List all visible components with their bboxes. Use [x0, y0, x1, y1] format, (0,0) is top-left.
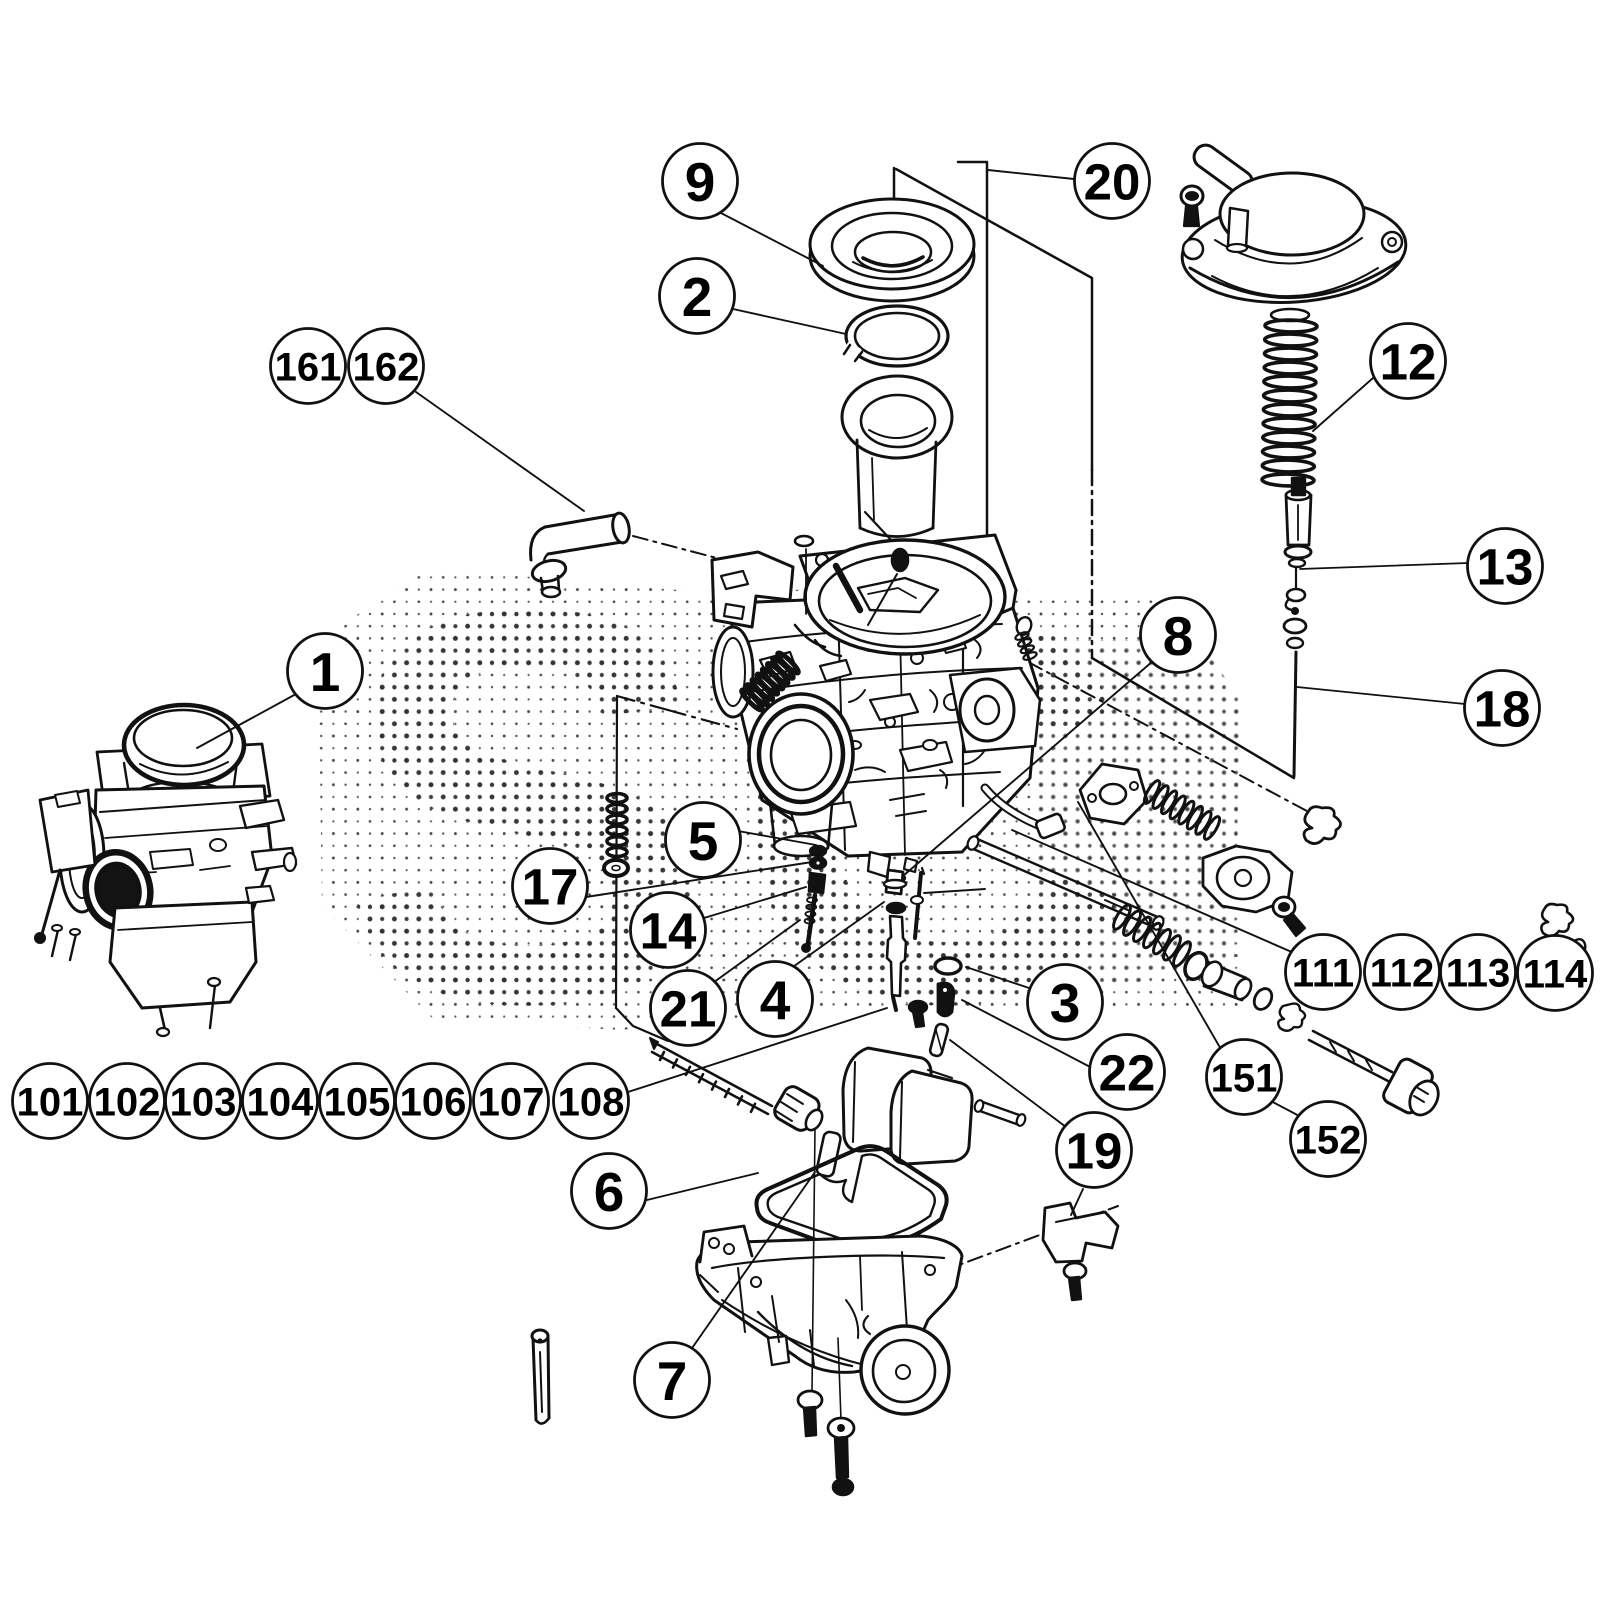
svg-text:105: 105	[324, 1080, 391, 1124]
svg-text:114: 114	[1523, 952, 1588, 996]
svg-text:111: 111	[1292, 951, 1354, 995]
svg-text:19: 19	[1066, 1122, 1123, 1179]
svg-text:103: 103	[170, 1080, 237, 1124]
svg-text:17: 17	[522, 858, 579, 915]
svg-text:152: 152	[1295, 1118, 1362, 1162]
svg-text:113: 113	[1446, 951, 1511, 995]
svg-text:106: 106	[400, 1080, 467, 1124]
svg-text:18: 18	[1474, 680, 1531, 737]
svg-text:4: 4	[760, 969, 791, 1031]
svg-text:7: 7	[657, 1350, 688, 1412]
svg-text:22: 22	[1099, 1044, 1156, 1101]
svg-text:107: 107	[478, 1080, 545, 1124]
svg-text:3: 3	[1050, 972, 1081, 1034]
svg-text:108: 108	[558, 1080, 625, 1124]
svg-text:6: 6	[594, 1161, 625, 1223]
svg-text:161: 161	[275, 345, 342, 389]
svg-text:2: 2	[682, 266, 713, 328]
svg-text:162: 162	[353, 345, 420, 389]
svg-text:14: 14	[640, 902, 697, 959]
svg-text:101: 101	[17, 1080, 84, 1124]
svg-text:20: 20	[1084, 153, 1141, 210]
svg-text:5: 5	[688, 810, 719, 872]
svg-text:9: 9	[685, 151, 716, 213]
svg-text:104: 104	[247, 1080, 314, 1124]
svg-text:12: 12	[1380, 333, 1437, 390]
svg-text:13: 13	[1477, 538, 1534, 595]
svg-text:1: 1	[310, 641, 341, 703]
svg-text:151: 151	[1211, 1056, 1278, 1100]
svg-text:102: 102	[94, 1080, 161, 1124]
svg-text:21: 21	[660, 980, 717, 1037]
svg-text:112: 112	[1370, 951, 1435, 995]
svg-text:8: 8	[1163, 605, 1194, 667]
